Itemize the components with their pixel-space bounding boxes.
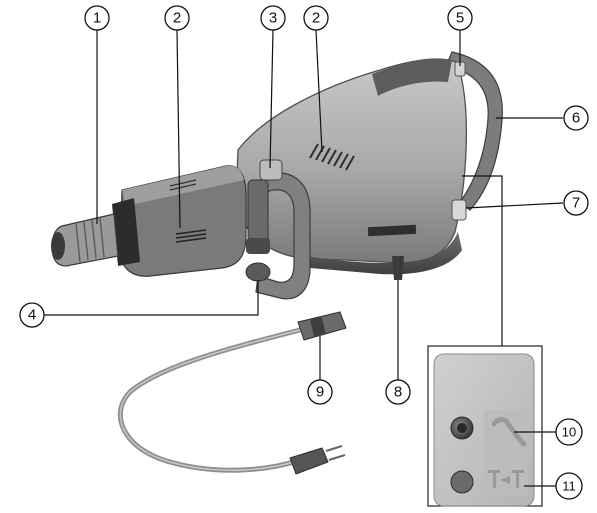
- handle-adjust-knob: [245, 262, 271, 282]
- side-handle: [255, 172, 311, 300]
- gear-housing-top: [122, 165, 244, 206]
- cord-cable: [118, 327, 301, 473]
- callout-11: 11: [555, 472, 583, 500]
- callout-6-number: 6: [572, 110, 580, 127]
- lock-indicator-light: [450, 470, 474, 494]
- gear-top-vents: [169, 179, 197, 191]
- panel-leader-line: [462, 175, 503, 346]
- front-flange: [112, 198, 140, 266]
- callout-1-number: 1: [93, 10, 101, 27]
- callout-2-housing-number: 2: [312, 10, 320, 27]
- callout-8: 8: [385, 379, 411, 405]
- power-cord: [118, 311, 347, 475]
- hammer-lock-icon: [488, 470, 524, 488]
- chuck-opening: [51, 232, 65, 260]
- chuck-ribs: [75, 217, 105, 263]
- callout-6: 6: [563, 105, 589, 131]
- brand-plate: [367, 224, 417, 237]
- breaker-tool: [51, 51, 503, 300]
- callout-2-gear-number: 2: [173, 10, 181, 27]
- callout-5-number: 5: [456, 10, 464, 27]
- top-cap: [372, 58, 452, 96]
- callout-5: 5: [447, 5, 473, 31]
- callout-2-gear: 2: [164, 5, 190, 31]
- callout-10: 10: [555, 418, 583, 446]
- callout-11-number: 11: [562, 479, 576, 494]
- indicator-panel-box: [427, 345, 543, 507]
- callout-9-number: 9: [316, 384, 324, 401]
- callout-3: 3: [260, 5, 286, 31]
- callout-4-number: 4: [28, 307, 36, 324]
- lower-housing: [300, 232, 462, 275]
- on-off-switch: [451, 199, 467, 221]
- callout-4: 4: [19, 302, 45, 328]
- mains-plug: [289, 447, 329, 475]
- callout-10-number: 10: [562, 425, 576, 440]
- callout-7-number: 7: [572, 195, 580, 212]
- callout-9: 9: [307, 379, 333, 405]
- side-handle-collar: [246, 238, 270, 254]
- gear-vents: [175, 229, 207, 243]
- callout-8-number: 8: [394, 384, 402, 401]
- leader-lines: [44, 29, 564, 487]
- callout-3-number: 3: [269, 10, 277, 27]
- callout-7: 7: [563, 190, 589, 216]
- cable-entry: [392, 256, 404, 280]
- callout-1: 1: [84, 5, 110, 31]
- callout-2-housing: 2: [303, 5, 329, 31]
- wrench-icon: [491, 417, 527, 447]
- handle-clamp: [259, 159, 283, 181]
- housing-vents: [309, 143, 355, 171]
